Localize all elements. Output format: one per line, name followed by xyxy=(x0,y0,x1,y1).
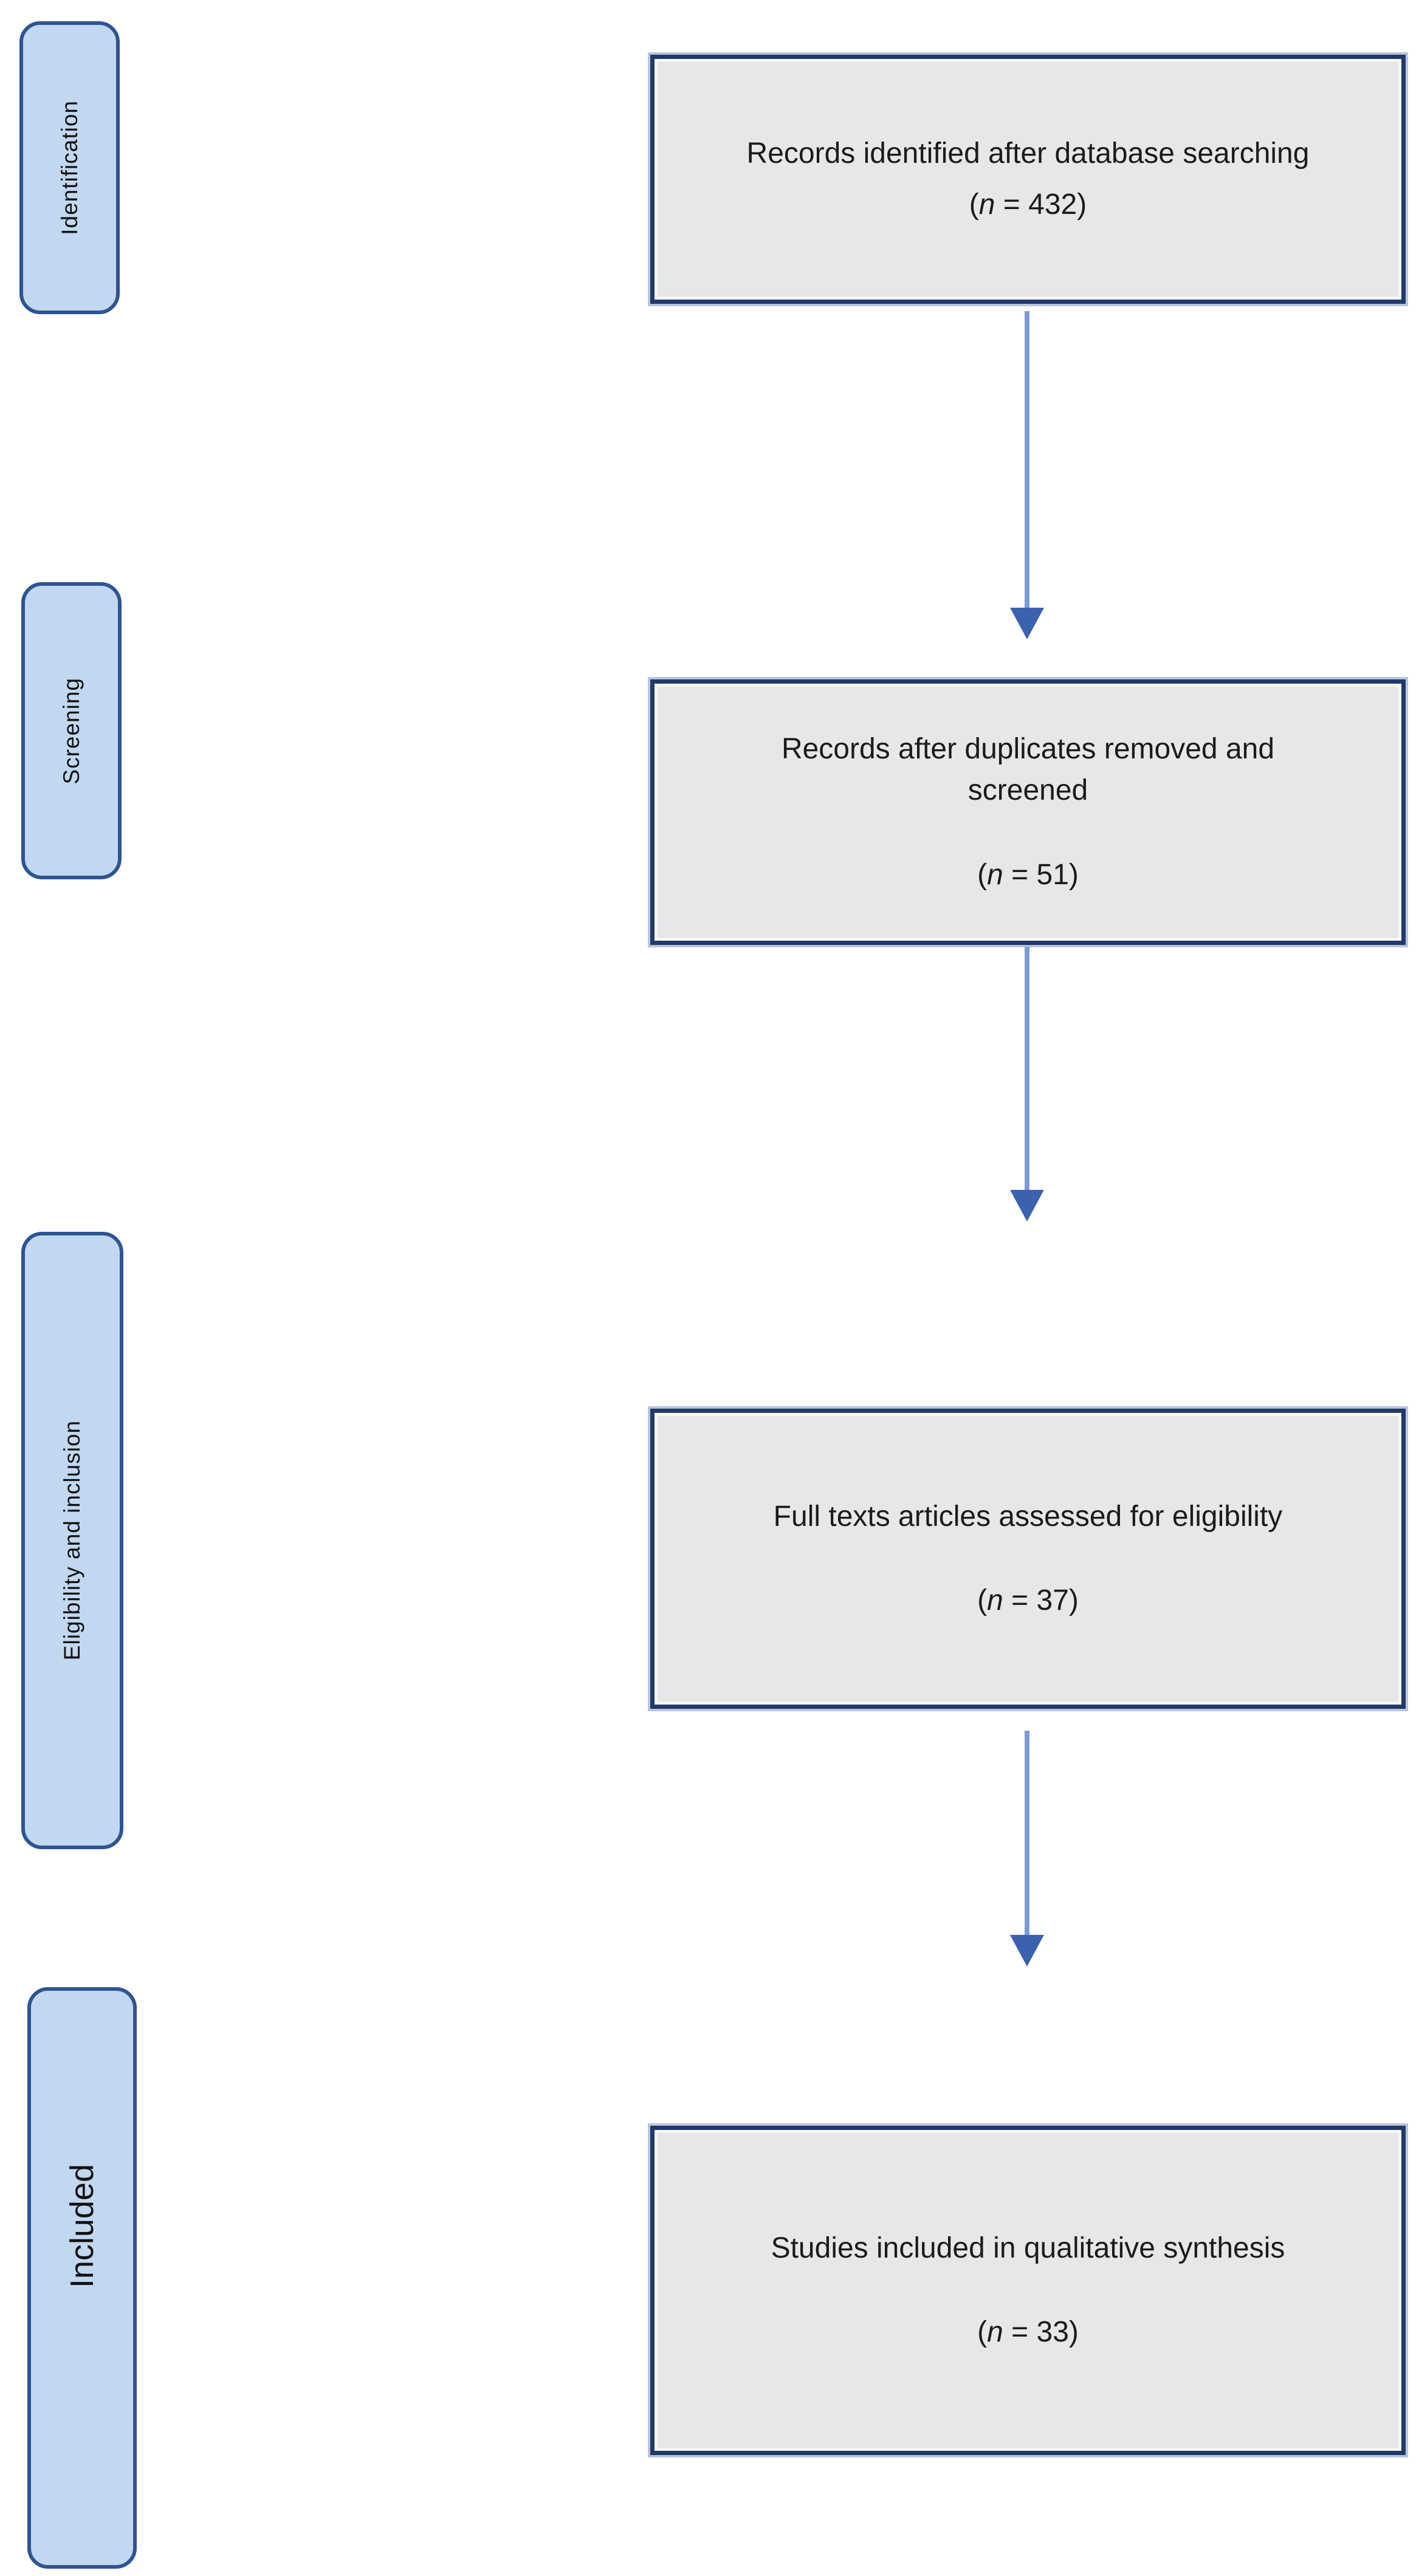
count-close: ) xyxy=(1068,1584,1079,1616)
stage-label-text: Identification xyxy=(57,100,82,235)
flow-box-text: Records after duplicates removed and scr… xyxy=(781,733,1275,807)
flow-box-records-after-duplicates: Records after duplicates removed and scr… xyxy=(650,679,1406,945)
count-value: 51 xyxy=(1036,858,1069,891)
count-equals: = xyxy=(1003,1584,1037,1616)
stage-label-text: Included xyxy=(64,2164,100,2289)
count-open: ( xyxy=(977,858,988,891)
count-equals: = xyxy=(995,188,1029,221)
stage-label-identification: Identification xyxy=(19,21,120,314)
stage-label-text: Screening xyxy=(58,677,84,785)
count-n-symbol: n xyxy=(987,858,1003,891)
flow-box-studies-included: Studies included in qualitative synthesi… xyxy=(650,2126,1406,2455)
down-arrow-identification-to-screening xyxy=(1010,311,1044,639)
count-n-symbol: n xyxy=(987,1584,1003,1616)
count-open: ( xyxy=(977,1584,988,1616)
count-equals: = xyxy=(1003,2316,1037,2348)
flow-box-text: Full texts articles assessed for eligibi… xyxy=(773,1500,1283,1533)
count-value: 37 xyxy=(1036,1584,1069,1616)
count-open: ( xyxy=(969,188,979,221)
flow-box-records-identified: Records identified after database search… xyxy=(650,55,1406,304)
flow-box-text: Studies included in qualitative synthesi… xyxy=(771,2231,1285,2264)
count-equals: = xyxy=(1003,858,1037,891)
down-arrow-eligibility-to-included xyxy=(1010,1731,1044,1966)
count-close: ) xyxy=(1077,188,1087,221)
stage-label-text: Eligibility and inclusion xyxy=(60,1420,84,1661)
count-label: (n = 37) xyxy=(977,1580,1079,1621)
count-label: (n = 33) xyxy=(977,2312,1079,2353)
count-n-symbol: n xyxy=(987,2316,1003,2348)
count-open: ( xyxy=(977,2316,988,2348)
flow-box-text: Records identified after database search… xyxy=(746,137,1310,170)
count-value: 33 xyxy=(1036,2316,1069,2348)
stage-label-screening: Screening xyxy=(21,582,122,879)
count-n-symbol: n xyxy=(978,188,995,221)
count-close: ) xyxy=(1068,858,1079,891)
down-arrow-screening-to-eligibility xyxy=(1010,947,1044,1221)
stage-label-eligibility-and-inclusion: Eligibility and inclusion xyxy=(21,1232,123,1849)
count-value: 432 xyxy=(1028,188,1077,221)
flow-box-full-texts-assessed: Full texts articles assessed for eligibi… xyxy=(650,1409,1406,1709)
count-label: (n = 51) xyxy=(977,854,1079,896)
count-label: (n = 432) xyxy=(969,184,1087,225)
count-close: ) xyxy=(1068,2316,1079,2348)
stage-label-included: Included xyxy=(27,1987,137,2569)
